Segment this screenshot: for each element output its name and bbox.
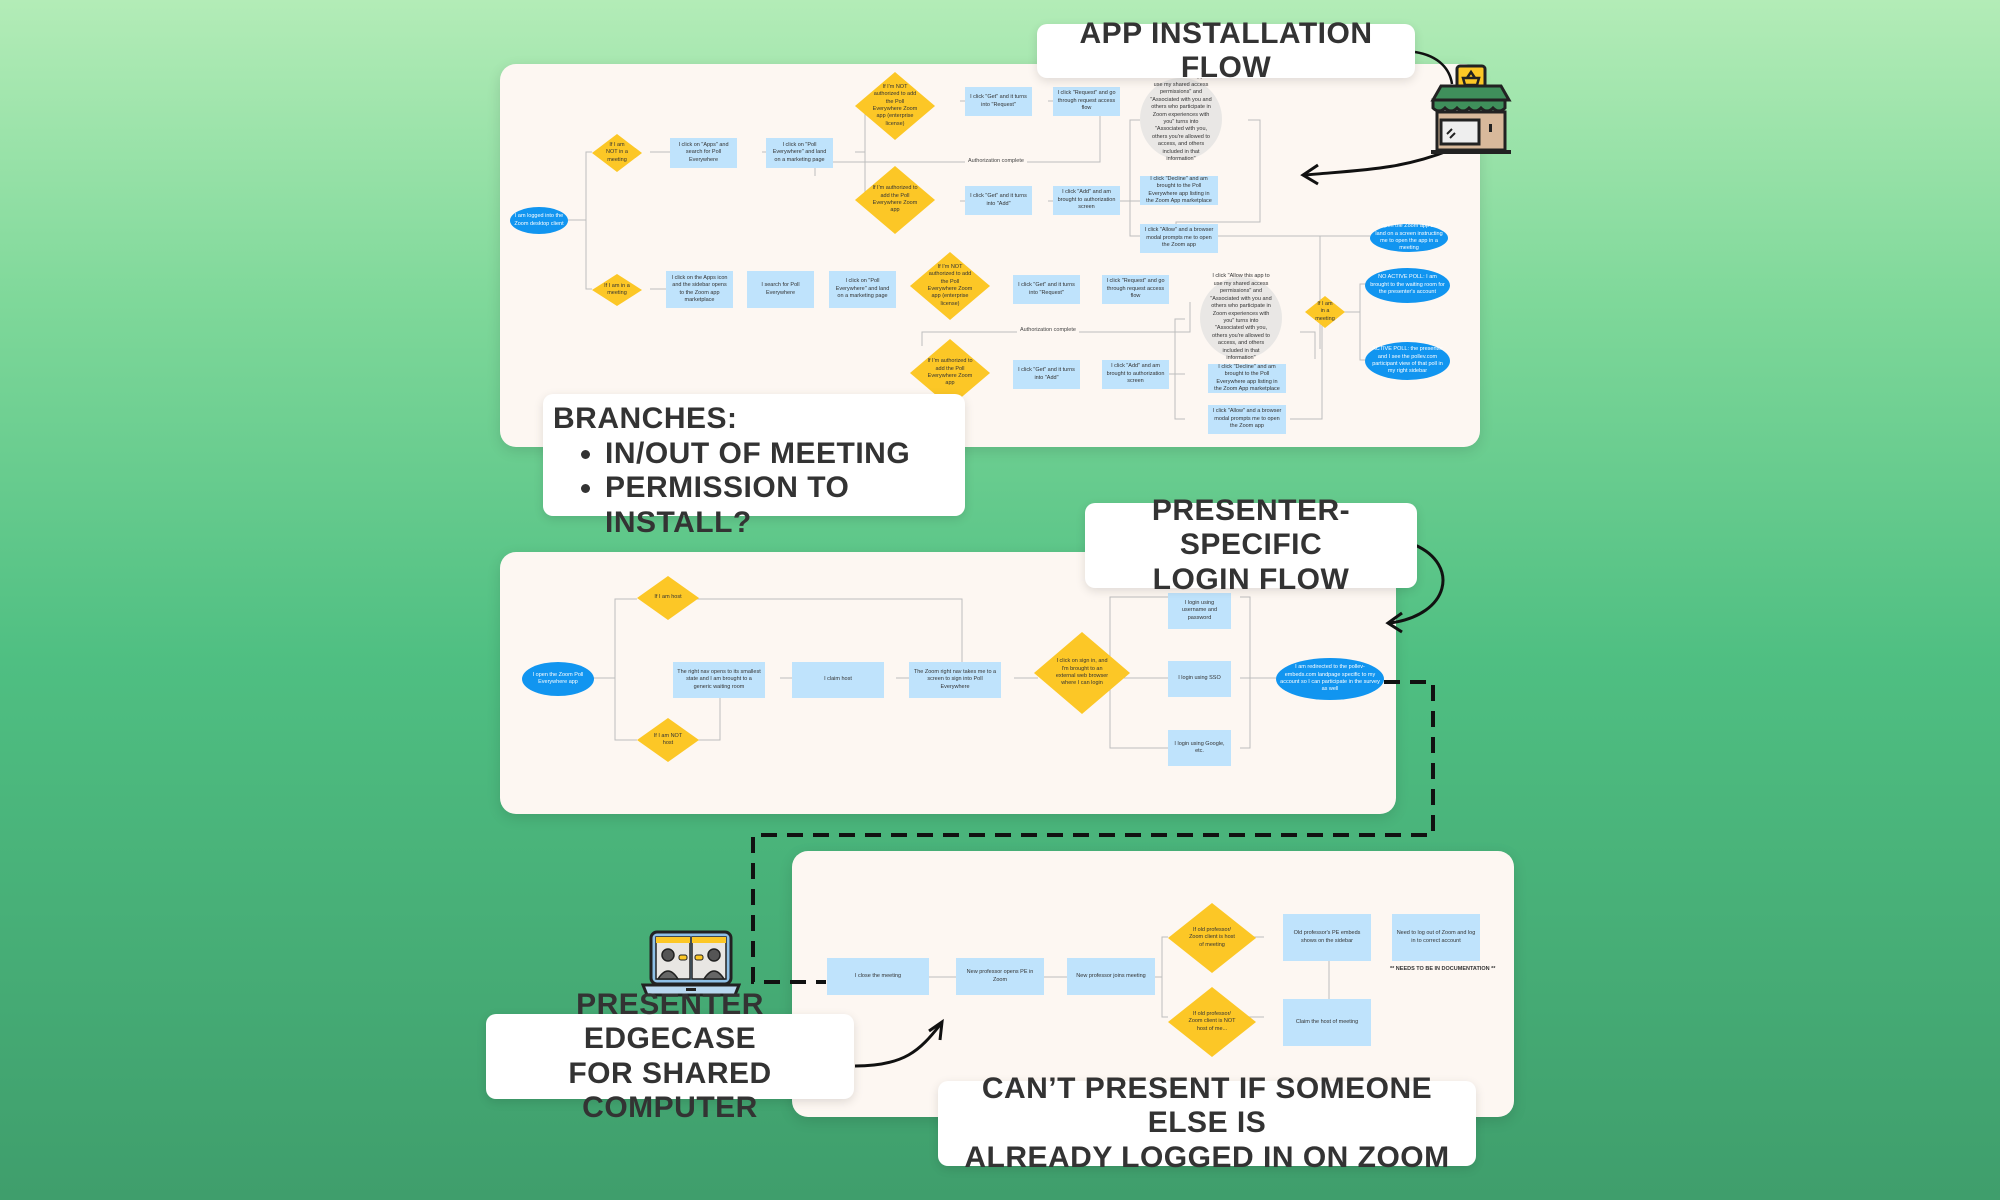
callout-text-line2: LOGIN FLOW [1152,562,1350,596]
step-decline-2: I click "Decline" and am brought to the … [1208,364,1286,393]
step-claim-host: I claim host [792,662,884,698]
step-sign-in-screen: The Zoom right nav takes me to a screen … [909,662,1001,698]
step-request-flow-2: I click "Request" and go through request… [1102,275,1169,304]
step-allow-perms-2: I click "Allow this app to use my shared… [1200,273,1282,361]
decision-in-meeting: If I am in a meeting [592,274,642,306]
end-open-zoom-app: I open the Zoom app and land on a screen… [1370,223,1448,252]
step-decline-1: I click "Decline" and am brought to the … [1140,176,1218,205]
laptop-video-call-icon [640,929,742,999]
edge-label-auth-complete-2: Authorization complete [1017,327,1079,333]
step-new-prof-opens: New professor opens PE in Zoom [956,958,1044,995]
callout-branches: BRANCHES: IN/OUT OF MEETING PERMISSION T… [543,394,965,539]
login-start: I open the Zoom Poll Everywhere app [522,662,594,696]
store-icon [1425,62,1517,158]
step-get-request-2: I click "Get" and it turns into "Request… [1013,275,1080,304]
decision-old-is-host: If old professor/ Zoom client is host of… [1168,903,1256,973]
decision-not-authorized-1: If I'm NOT authorized to add the Poll Ev… [855,72,935,140]
decision-am-host: If I am host [637,576,699,620]
connectors [566,100,1370,420]
step-allow-modal-2: I click "Allow" and a browser modal prom… [1208,405,1286,434]
end-redirected: I am redirected to the pollev-embeds.com… [1276,658,1384,700]
step-get-request-1: I click "Get" and it turns into "Request… [965,87,1032,116]
step-get-add-1: I click "Get" and it turns into "Add" [965,186,1032,215]
step-claim-host-edge: Claim the host of meeting [1283,999,1371,1046]
branches-list: IN/OUT OF MEETING PERMISSION TO INSTALL? [553,437,965,541]
decision-click-sign-in: I click on sign in, and I'm brought to a… [1034,632,1130,714]
callout-text-line1: PRESENTER EDGECASE [576,987,764,1056]
step-new-prof-joins: New professor joins meeting [1067,958,1155,995]
callout-cant-present: CAN’T PRESENT IF SOMEONE ELSE IS ALREADY… [938,1072,1476,1174]
step-click-pe-1: I click on "Poll Everywhere" and land on… [766,138,833,168]
step-smallest-state: The right nav opens to its smallest stat… [673,662,765,698]
step-log-out: Need to log out of Zoom and log in to co… [1392,914,1480,961]
documentation-note: ** NEEDS TO BE IN DOCUMENTATION ** [1390,966,1496,972]
decision-in-a-meeting: If I am in a meeting [1305,296,1345,328]
step-login-google: I login using Google, etc. [1168,730,1231,766]
step-allow-modal-1: I click "Allow" and a browser modal prom… [1140,224,1218,253]
app-installation-panel: I am logged into the Zoom desktop client… [500,64,1480,447]
callout-app-installation-flow: APP INSTALLATION FLOW [1037,17,1415,84]
step-add-auth-1: I click "Add" and am brought to authoriz… [1053,186,1120,215]
step-old-embeds: Old professor's PE embeds shows on the s… [1283,914,1371,961]
end-active-poll: ACTIVE POLL: the presenter and I see the… [1365,342,1450,380]
step-search-pe: I search for Poll Everywhere [747,271,814,308]
end-no-active-poll: NO ACTIVE POLL: I am brought to the wait… [1365,268,1450,303]
branches-title: BRANCHES: [553,402,738,435]
step-click-apps-icon: I click on the Apps icon and the sidebar… [666,271,733,308]
step-login-sso: I login using SSO [1168,661,1231,697]
branches-item: IN/OUT OF MEETING [605,437,965,472]
decision-authorized-1: If I'm authorized to add the Poll Everyw… [855,166,935,234]
step-click-apps: I click on "Apps" and search for Poll Ev… [670,138,737,168]
step-login-user-pass: I login using username and password [1168,593,1231,629]
decision-old-not-host: If old professor/ Zoom client is NOT hos… [1168,987,1256,1057]
callout-text: APP INSTALLATION FLOW [1079,16,1373,85]
step-click-pe-2: I click on "Poll Everywhere" and land on… [829,271,896,308]
decision-not-authorized-2: If I'm NOT authorized to add the Poll Ev… [910,252,990,320]
edge-label-auth-complete-1: Authorization complete [965,158,1027,164]
start-node: I am logged into the Zoom desktop client [510,207,568,234]
decision-not-host: If I am NOT host [637,718,699,762]
callout-presenter-edgecase: PRESENTER EDGECASE FOR SHARED COMPUTER [486,988,854,1124]
callout-text-line1: CAN’T PRESENT IF SOMEONE ELSE IS [981,1071,1433,1140]
step-allow-perms-1: I click "Allow this app to use my shared… [1140,74,1222,162]
callout-presenter-login-flow: PRESENTER-SPECIFIC LOGIN FLOW [1085,494,1417,596]
branches-item: PERMISSION TO INSTALL? [605,471,965,540]
step-get-add-2: I click "Get" and it turns into "Add" [1013,360,1080,389]
decision-not-in-meeting: If I am NOT in a meeting [592,134,642,172]
callout-text-line2: FOR SHARED COMPUTER [568,1056,772,1125]
step-request-flow-1: I click "Request" and go through request… [1053,87,1120,116]
step-add-auth-2: I click "Add" and am brought to authoriz… [1102,360,1169,389]
callout-text-line1: PRESENTER-SPECIFIC [1151,493,1351,562]
callout-text-line2: ALREADY LOGGED IN ON ZOOM [964,1140,1450,1174]
